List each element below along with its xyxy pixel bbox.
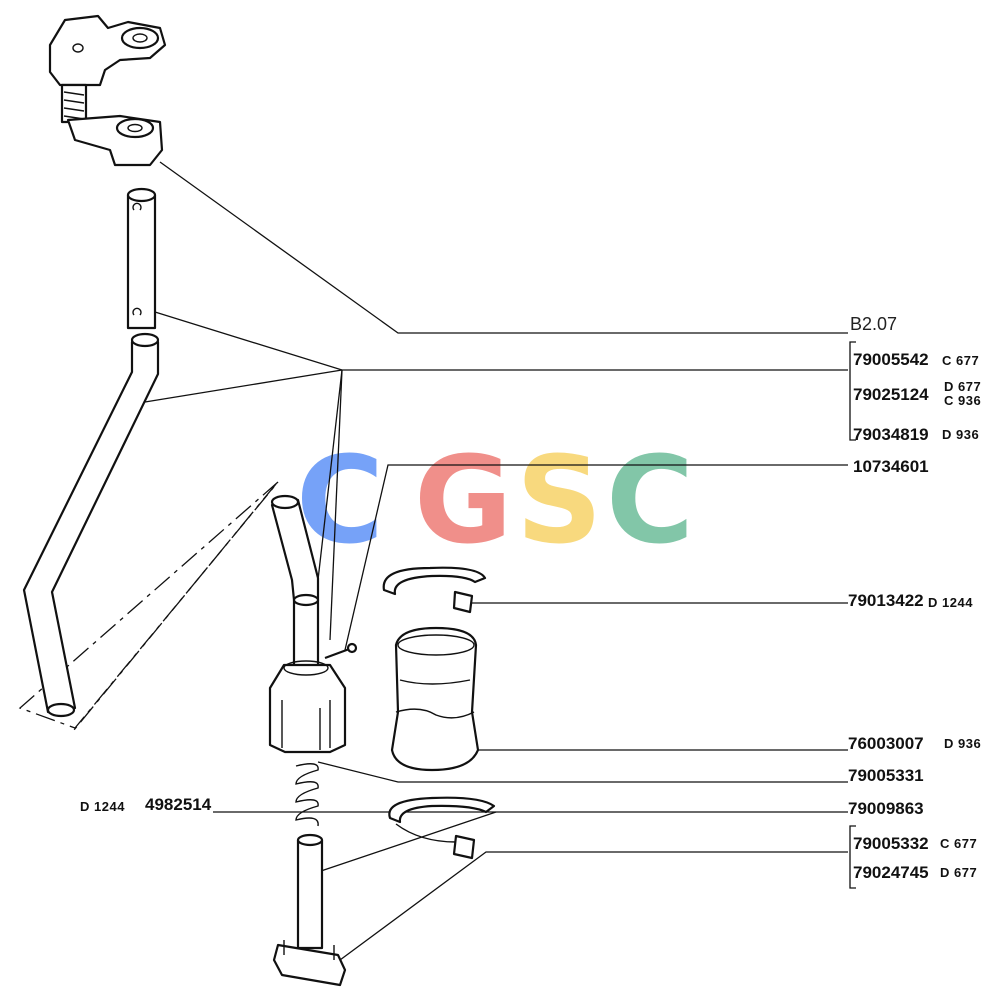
part-brackets bbox=[849, 341, 856, 889]
part-number-79025124: 79025124 bbox=[853, 385, 929, 404]
part-number-79005332: 79005332 bbox=[853, 834, 929, 853]
part-number-76003007: 76003007 bbox=[848, 734, 924, 753]
valve-body bbox=[268, 593, 347, 754]
part-number-79005542: 79005542 bbox=[853, 350, 929, 369]
part-number-79034819: 79034819 bbox=[853, 425, 929, 444]
watermark-letter-c2: C bbox=[606, 432, 694, 571]
part-number-79005331: 79005331 bbox=[848, 766, 924, 785]
left-variant-d1244: D 1244 bbox=[80, 799, 125, 814]
variant-d677: D 677 bbox=[944, 379, 981, 394]
part-labels: B2.07 79005542 C 677 79025124 D 677 C 93… bbox=[80, 314, 981, 882]
part-number-79009863: 79009863 bbox=[848, 799, 924, 818]
bent-rod bbox=[22, 332, 160, 718]
part-number-79013422: 79013422 bbox=[848, 591, 924, 610]
variant-c936: C 936 bbox=[944, 393, 981, 408]
leader-lines bbox=[18, 161, 848, 961]
watermark-letter-s: S bbox=[516, 432, 602, 571]
plunger bbox=[272, 833, 347, 987]
variant-d677-lower: D 677 bbox=[940, 865, 977, 880]
variant-c677-lower: C 677 bbox=[940, 836, 977, 851]
linkage-crank bbox=[48, 14, 167, 167]
variant-d936-sleeve: D 936 bbox=[944, 736, 981, 751]
hose-clamp-upper bbox=[382, 566, 487, 614]
upper-rod bbox=[126, 187, 157, 330]
hose-clamp-lower bbox=[388, 796, 496, 860]
pin bbox=[324, 642, 358, 660]
part-number-10734601: 10734601 bbox=[853, 457, 929, 476]
watermark: C G S C bbox=[296, 432, 694, 571]
watermark-letter-g: G bbox=[414, 432, 513, 571]
rubber-sleeve bbox=[390, 626, 480, 772]
part-number-4982514: 4982514 bbox=[145, 795, 212, 814]
variant-d936: D 936 bbox=[942, 427, 979, 442]
spring bbox=[295, 763, 319, 827]
part-number-79024745: 79024745 bbox=[853, 863, 929, 882]
ref-code-label: B2.07 bbox=[850, 314, 897, 334]
variant-c677: C 677 bbox=[942, 353, 979, 368]
variant-d1244: D 1244 bbox=[928, 595, 973, 610]
